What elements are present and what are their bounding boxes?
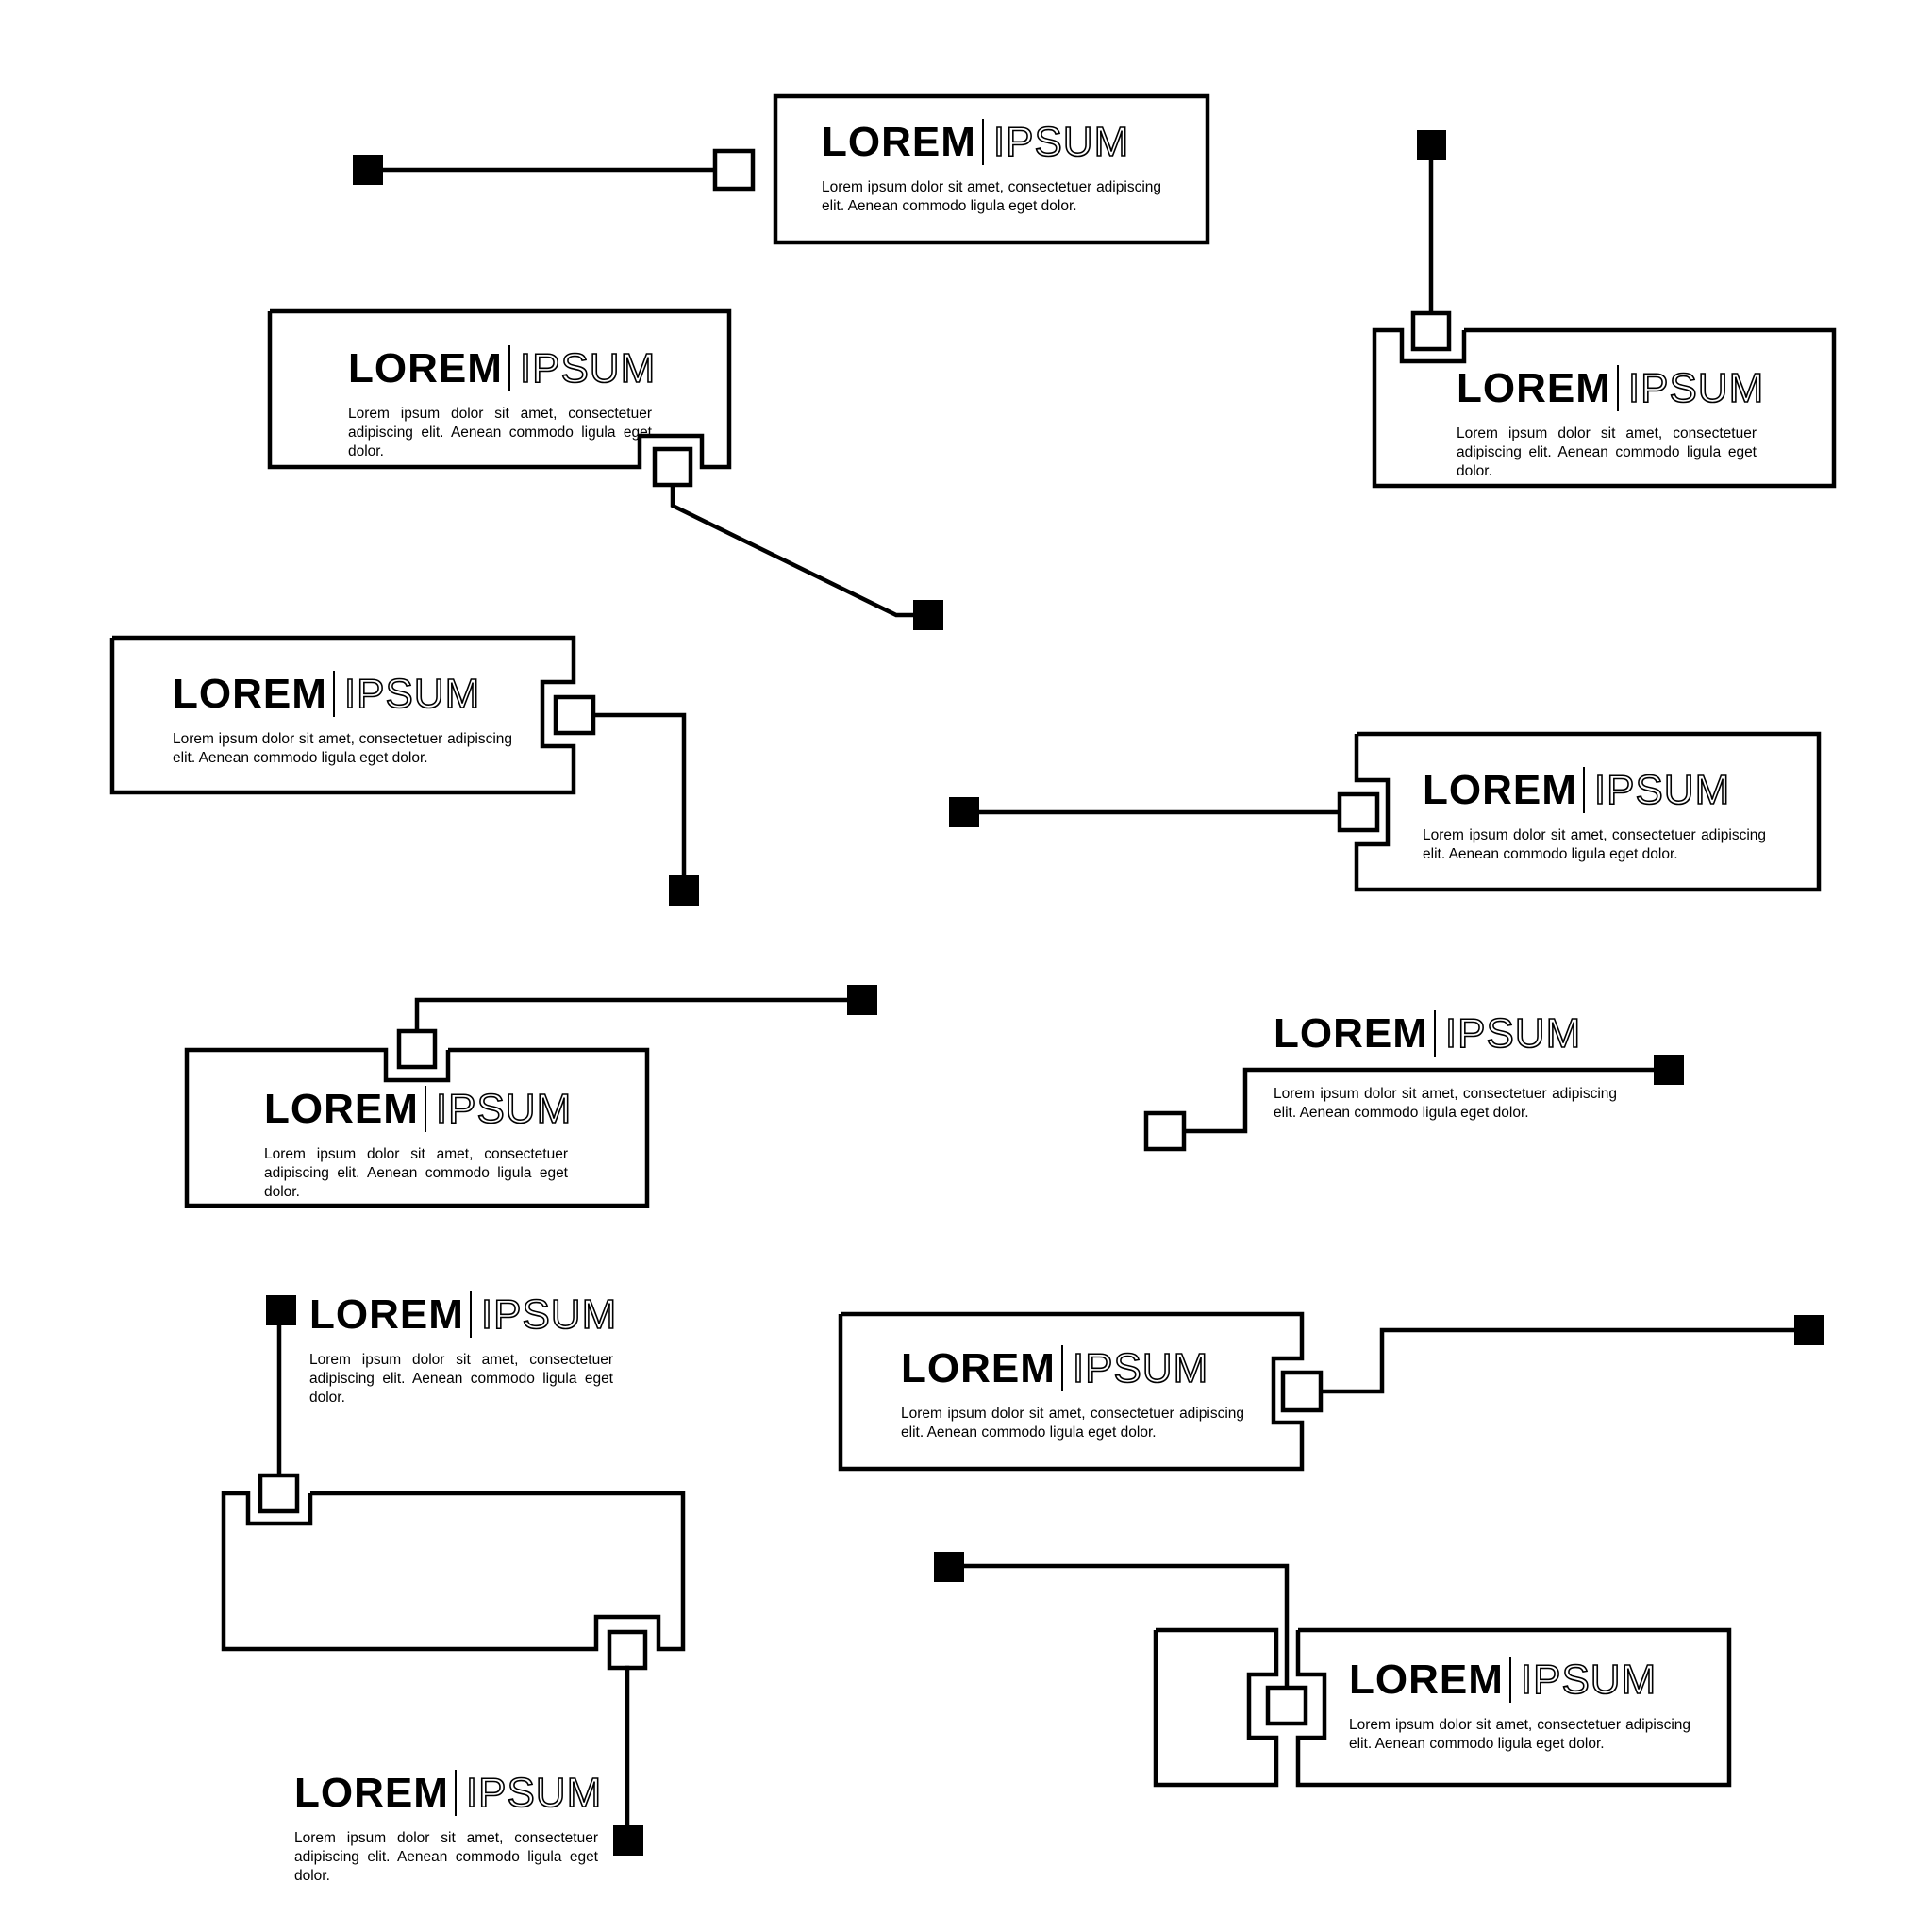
- callout-4-hollow-node: [553, 694, 596, 736]
- callout-7-anchor-square: [1654, 1055, 1684, 1085]
- callout-9-graphics: [613, 1665, 643, 1856]
- callout-10-body: Lorem ipsum dolor sit amet, consectetuer…: [901, 1406, 1244, 1441]
- callout-6-hollow-node: [396, 1028, 438, 1070]
- callout-1-anchor-square: [353, 155, 383, 185]
- callout-10-graphics: [838, 1311, 1824, 1472]
- callout-9-anchor-square: [613, 1825, 643, 1856]
- callout-6-frame: [184, 1047, 650, 1208]
- callout-1-graphics: [353, 93, 1210, 245]
- empty-frame-graphics: [221, 1473, 686, 1671]
- empty-frame-bottom-node: [607, 1629, 648, 1671]
- callout-5-graphics: [949, 731, 1822, 892]
- callout-11-text-frame: [1295, 1627, 1732, 1788]
- callout-5-frame: [1354, 731, 1822, 892]
- callout-4-connector: [590, 712, 687, 880]
- callout-3-body: Lorem ipsum dolor sit amet, consectetuer…: [348, 406, 652, 459]
- callout-3-frame: [267, 308, 732, 470]
- callout-4-frame: [109, 635, 576, 795]
- callout-7-connector: [1181, 1067, 1663, 1134]
- callout-10-hollow-node: [1280, 1370, 1324, 1413]
- empty-frame: [221, 1491, 686, 1652]
- callout-11-hollow-node: [1265, 1685, 1308, 1726]
- callout-8-body: Lorem ipsum dolor sit amet, consectetuer…: [309, 1352, 613, 1406]
- callout-2-anchor-square: [1417, 130, 1446, 160]
- callout-4-body: Lorem ipsum dolor sit amet, consectetuer…: [173, 731, 512, 766]
- callout-11-connector: [950, 1563, 1290, 1690]
- callout-8-anchor-square: [266, 1295, 296, 1325]
- callout-1-hollow-node: [712, 148, 756, 192]
- callout-2-hollow-node: [1410, 310, 1452, 352]
- callout-7-hollow-node: [1143, 1110, 1187, 1152]
- callout-2-frame: [1372, 327, 1837, 489]
- callout-10-connector: [1316, 1327, 1805, 1394]
- callout-3-hollow-node: [652, 446, 693, 488]
- callout-10-frame: [838, 1311, 1305, 1472]
- callout-1-body: Lorem ipsum dolor sit amet, consectetuer…: [822, 179, 1161, 214]
- callout-5-anchor-square: [949, 797, 979, 827]
- callout-6-body: Lorem ipsum dolor sit amet, consectetuer…: [264, 1146, 568, 1200]
- callout-3-anchor-square: [913, 600, 943, 630]
- callout-4-anchor-square: [669, 875, 699, 906]
- callout-1-frame: [773, 93, 1210, 245]
- callout-4-graphics: [109, 635, 699, 906]
- callout-7-graphics: [1143, 1055, 1684, 1152]
- empty-frame-top-node: [258, 1473, 300, 1514]
- callout-5-body: Lorem ipsum dolor sit amet, consectetuer…: [1423, 827, 1766, 862]
- callout-11-frame: [1153, 1627, 1279, 1788]
- callout-11-graphics: [934, 1552, 1732, 1788]
- callout-2-graphics: [1372, 130, 1837, 489]
- callout-7-body: Lorem ipsum dolor sit amet, consectetuer…: [1274, 1086, 1617, 1121]
- callout-11-body: Lorem ipsum dolor sit amet, consectetuer…: [1349, 1717, 1690, 1752]
- callout-6-connector: [414, 997, 852, 1036]
- callout-6-graphics: [184, 985, 877, 1208]
- callout-3-connector: [670, 481, 927, 618]
- callout-2-body: Lorem ipsum dolor sit amet, consectetuer…: [1457, 425, 1757, 479]
- callout-3-graphics: [267, 308, 943, 630]
- callout-11-anchor-square: [934, 1552, 964, 1582]
- callout-5-hollow-node: [1337, 791, 1380, 833]
- callout-8-graphics: [266, 1295, 296, 1479]
- callout-9-body: Lorem ipsum dolor sit amet, consectetuer…: [294, 1830, 598, 1884]
- callout-6-anchor-square: [847, 985, 877, 1015]
- callout-10-anchor-square: [1794, 1315, 1824, 1345]
